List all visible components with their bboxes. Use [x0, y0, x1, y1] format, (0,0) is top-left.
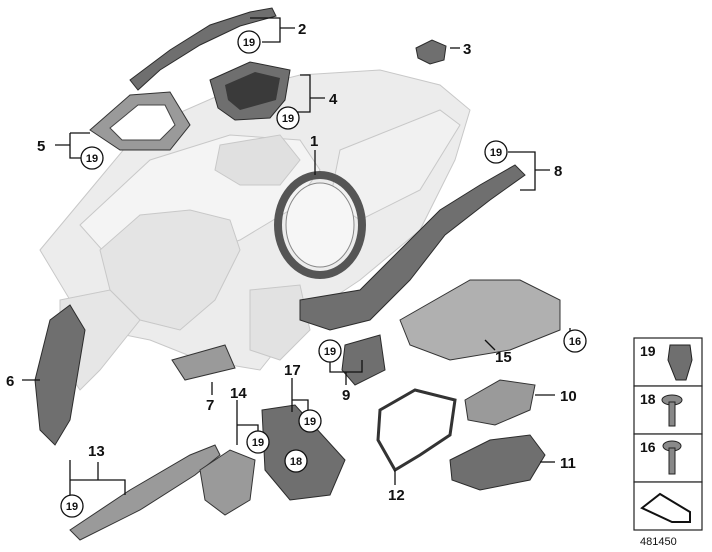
callout-13: 13	[88, 443, 105, 460]
circled-callout-14: 19	[246, 430, 270, 454]
part-14-cover	[199, 449, 256, 516]
part-2-defroster-grille	[129, 7, 277, 91]
callout-9: 9	[342, 387, 350, 404]
clip-19-icon	[667, 344, 693, 381]
part-6-side-panel	[34, 304, 86, 446]
svg-text:19: 19	[66, 501, 78, 513]
screw-18-icon	[661, 394, 683, 427]
callout-15: 15	[495, 349, 512, 366]
callout-10: 10	[560, 388, 577, 405]
svg-text:19: 19	[304, 416, 316, 428]
callout-2: 2	[298, 21, 306, 38]
part-7-small-panel	[171, 344, 236, 381]
circled-callout-9: 19	[318, 339, 342, 363]
callout-1: 1	[310, 133, 318, 150]
legend-item-19-label: 19	[640, 343, 656, 359]
fastener-legend: 19 18 16	[633, 337, 703, 531]
callout-4: 4	[329, 91, 338, 108]
callout-8: 8	[554, 163, 562, 180]
part-1-instrument-ring	[274, 171, 366, 279]
part-3-clip	[415, 39, 447, 65]
part-13-lower-trim	[69, 444, 221, 541]
circled-callout-4: 19	[276, 106, 300, 130]
circled-callout-16: 16	[563, 329, 587, 353]
svg-text:19: 19	[243, 37, 255, 49]
callout-6: 6	[6, 373, 14, 390]
reference-number: 481450	[640, 536, 677, 548]
callout-5: 5	[37, 138, 45, 155]
callout-17: 17	[284, 362, 301, 379]
circled-callout-17: 19	[298, 409, 322, 433]
wedge-icon	[640, 492, 691, 523]
callout-11: 11	[560, 455, 576, 472]
circled-callout-2: 19	[237, 30, 261, 54]
callout-14: 14	[230, 385, 247, 402]
svg-text:19: 19	[86, 153, 98, 165]
legend-item-16-label: 16	[640, 439, 656, 455]
svg-text:19: 19	[282, 113, 294, 125]
callout-3: 3	[463, 41, 471, 58]
svg-text:19: 19	[490, 147, 502, 159]
part-12-frame	[376, 388, 457, 473]
callout-7: 7	[206, 397, 214, 414]
part-9-switch-panel	[341, 334, 386, 386]
screw-16-icon	[662, 440, 682, 475]
part-10-column-shroud	[464, 379, 536, 426]
svg-text:18: 18	[290, 456, 302, 468]
circled-callout-8: 19	[484, 140, 508, 164]
leader-lines	[22, 17, 571, 496]
circled-callout-18: 18	[284, 449, 308, 473]
svg-text:19: 19	[324, 346, 336, 358]
circled-callout-5: 19	[80, 146, 104, 170]
callout-12: 12	[388, 487, 405, 504]
svg-text:16: 16	[569, 336, 581, 348]
part-8-trim-strip	[299, 164, 526, 331]
legend-item-18-label: 18	[640, 391, 656, 407]
circled-callout-13: 19	[60, 494, 84, 518]
part-15-bracket	[399, 279, 561, 361]
svg-text:19: 19	[252, 437, 264, 449]
part-11-lower-shroud	[449, 434, 546, 491]
